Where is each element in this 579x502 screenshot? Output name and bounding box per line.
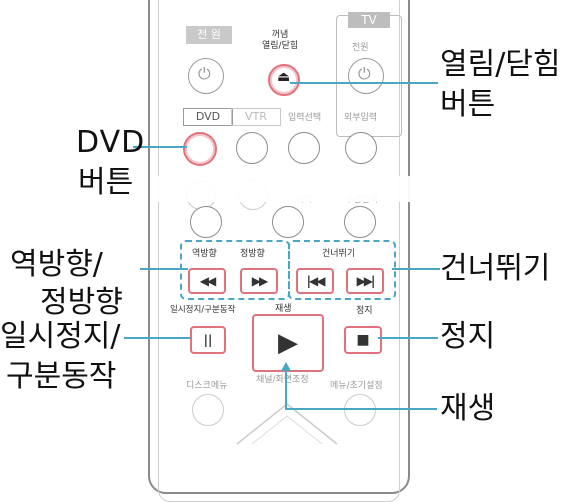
pause-callout-line — [124, 337, 190, 339]
subtitle-button[interactable] — [272, 206, 304, 238]
tv-power-button[interactable]: ⏻ — [348, 58, 384, 94]
eject-small-label: 꺼냄 열림/닫힘 — [262, 30, 299, 51]
eject-callout-label-1: 열림/닫힘 — [440, 47, 561, 82]
skip-callout-label: 건너뛰기 — [440, 251, 551, 286]
tv-power-label: 전원 — [352, 43, 369, 53]
stop-callout-line — [378, 337, 438, 339]
eject-icon: ⏏ — [277, 69, 291, 85]
external-input-button[interactable] — [345, 132, 377, 164]
vtr-tab: VTR — [231, 108, 281, 126]
input-select-label: 입력선택 — [288, 113, 322, 123]
dvd-callout-label-2: 버튼 — [78, 165, 134, 200]
eject-callout-line — [290, 82, 438, 84]
dvd-power-button[interactable]: ⏻ — [188, 58, 224, 94]
eject-button[interactable]: ⏏ — [268, 64, 300, 96]
direction-callout-label-2: 정방향 — [40, 285, 123, 320]
dvd-button[interactable] — [183, 132, 217, 166]
skip-back-button[interactable]: |◀◀ — [296, 268, 334, 294]
pause-callout-label-1: 일시정지/ — [0, 319, 121, 354]
play-icon: ▶ — [278, 328, 298, 358]
remote-button[interactable] — [190, 206, 222, 238]
play-arrow-icon — [281, 362, 291, 371]
remote-control-diagram: TV 전 원 ⏻ 전원 ⏻ 꺼냄 열림/닫힘 ⏏ DVD VTR 입력선택 외부… — [0, 0, 561, 502]
stop-button[interactable]: ■ — [344, 326, 382, 354]
power-label: 전 원 — [186, 26, 232, 44]
pause-icon: || — [203, 333, 213, 347]
fast-forward-icon: ▶▶ — [251, 274, 268, 288]
disc-menu-button[interactable] — [192, 394, 224, 426]
reverse-small-label: 역방향 — [192, 249, 217, 259]
skip-forward-icon: ▶▶| — [356, 274, 376, 288]
skip-group — [288, 240, 396, 300]
skip-forward-button[interactable]: ▶▶| — [346, 268, 384, 294]
dvd-tab: DVD — [183, 108, 233, 126]
input-select-button[interactable] — [288, 132, 320, 164]
play-callout-label: 재생 — [440, 391, 496, 426]
skip-callout-line — [392, 268, 440, 270]
play-callout-vline — [285, 368, 287, 410]
external-input-label: 외부입력 — [344, 113, 378, 123]
stop-icon: ■ — [356, 332, 370, 348]
navigation-ring — [236, 403, 338, 445]
tv-label: TV — [348, 12, 390, 28]
pause-small-label: 일시정지/구분동작 — [170, 305, 236, 315]
play-callout-line — [285, 408, 437, 410]
fade-overlay — [150, 176, 410, 202]
power-icon: ⏻ — [198, 64, 211, 83]
vtr-button[interactable] — [236, 132, 268, 164]
skip-small-label: 건너뛰기 — [322, 249, 356, 259]
fast-forward-button[interactable]: ▶▶ — [240, 268, 278, 294]
section-repeat-button[interactable] — [344, 206, 376, 238]
skip-back-icon: |◀◀ — [306, 274, 326, 288]
stop-small-label: 정지 — [356, 306, 373, 316]
disc-menu-label: 디스크메뉴 — [186, 381, 228, 391]
eject-callout-label-2: 버튼 — [440, 87, 496, 122]
rewind-icon: ◀◀ — [199, 274, 216, 288]
menu-settings-button[interactable] — [344, 394, 376, 426]
power-icon: ⏻ — [358, 64, 371, 83]
dvd-callout-label-1: DVD — [76, 125, 146, 160]
play-small-label: 재생 — [275, 304, 292, 314]
direction-callout-label-1: 역방향/ — [10, 247, 103, 282]
pause-button[interactable]: || — [190, 326, 226, 354]
menu-settings-label: 메뉴/초기설정 — [330, 381, 383, 391]
channel-adjust-label: 채널/화면조정 — [256, 375, 309, 385]
direction-callout-line — [140, 268, 188, 270]
rewind-button[interactable]: ◀◀ — [188, 268, 226, 294]
forward-small-label: 정방향 — [240, 249, 265, 259]
pause-callout-label-2: 구분동작 — [6, 359, 117, 394]
stop-callout-label: 정지 — [440, 319, 496, 354]
dvd-callout-line — [133, 146, 187, 148]
